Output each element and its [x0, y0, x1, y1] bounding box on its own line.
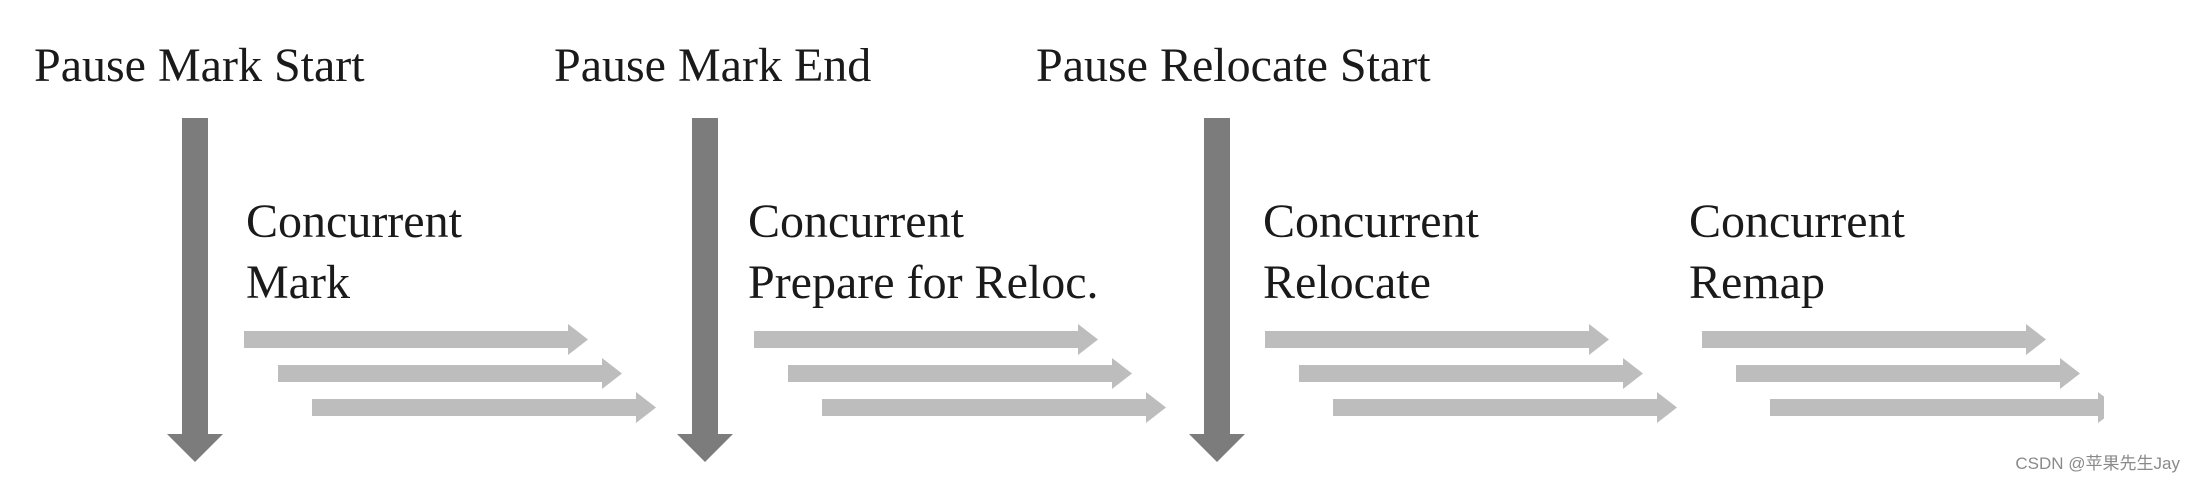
- pause-mark-start-label: Pause Mark Start: [34, 39, 365, 92]
- concurrent-prepare-label-line1: Concurrent: [748, 195, 964, 248]
- concurrent-mark-label-line2: Mark: [246, 256, 350, 309]
- concurrent-mark-label-line1: Concurrent: [246, 195, 462, 248]
- concurrent-relocate-label-line1: Concurrent: [1263, 195, 1479, 248]
- concurrent-relocate-thread-arrow-3: [1333, 392, 1677, 423]
- concurrent-mark-thread-arrow-1: [244, 324, 588, 355]
- concurrent-relocate-label-line2: Relocate: [1263, 256, 1431, 309]
- concurrent-mark-thread-arrow-2: [278, 358, 622, 389]
- concurrent-remap-thread-arrow-2: [1736, 358, 2080, 389]
- concurrent-remap-thread-arrow-3: [1770, 392, 2104, 423]
- pause-mark-end-label: Pause Mark End: [554, 39, 872, 92]
- concurrent-mark-thread-arrow-3: [312, 392, 656, 423]
- concurrent-prepare-thread-arrow-2: [788, 358, 1132, 389]
- pause-relocate-start-label: Pause Relocate Start: [1036, 39, 1431, 92]
- concurrent-relocate-thread-arrow-2: [1299, 358, 1643, 389]
- concurrent-remap-thread-arrow-1: [1702, 324, 2046, 355]
- watermark: CSDN @苹果先生Jay: [2015, 454, 2180, 473]
- concurrent-prepare-label-line2: Prepare for Reloc.: [748, 256, 1099, 309]
- pause-relocate-start-arrow: [1189, 118, 1245, 462]
- concurrent-remap-label-line1: Concurrent: [1689, 195, 1905, 248]
- concurrent-prepare-thread-arrow-1: [754, 324, 1098, 355]
- concurrent-relocate-thread-arrow-1: [1265, 324, 1609, 355]
- concurrent-remap-label-line2: Remap: [1689, 256, 1825, 309]
- pause-mark-start-arrow: [167, 118, 223, 462]
- concurrent-prepare-thread-arrow-3: [822, 392, 1166, 423]
- pause-mark-end-arrow: [677, 118, 733, 462]
